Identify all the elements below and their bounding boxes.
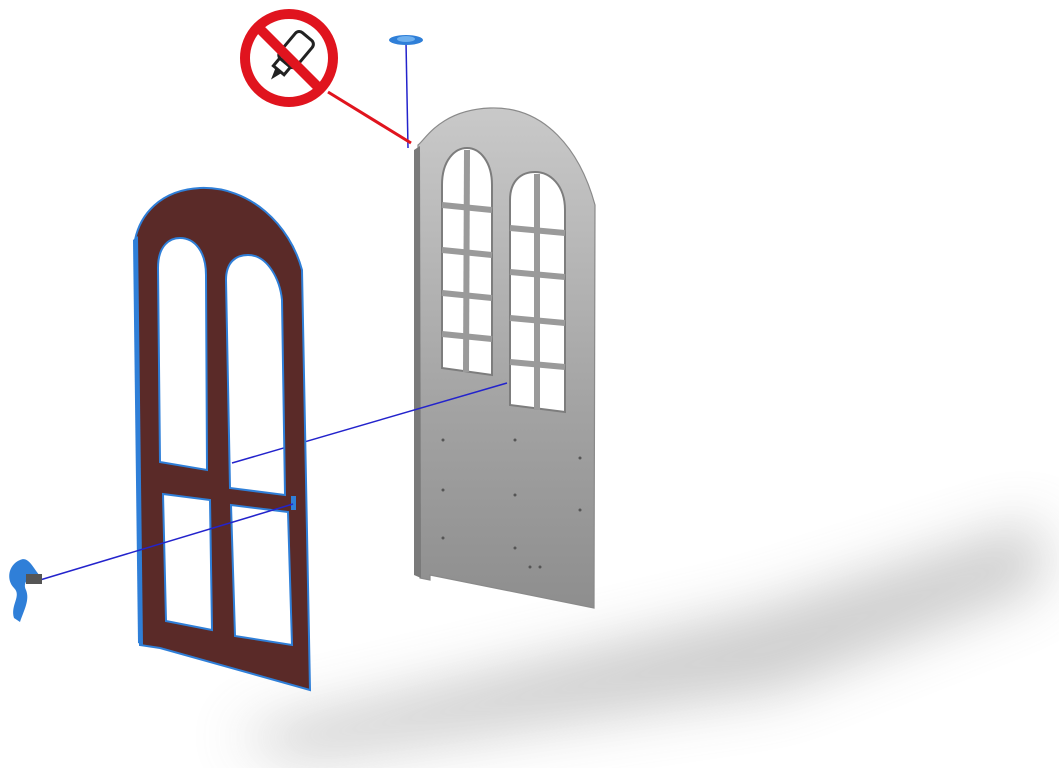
brown-door-frame[interactable] [133,186,312,692]
axis-line-bottom [39,503,294,581]
panel-window-right [509,170,566,414]
axis-line-middle [231,382,508,464]
no-glue-callout [240,9,412,145]
panel-window-left [441,146,493,377]
glue-bottle-icon [271,30,315,80]
floor-shadow [230,520,1045,760]
callout-leader-line [327,90,412,145]
panel-holes [441,438,582,569]
wing-nut-icon[interactable] [9,559,42,622]
axis-line-top [405,41,409,149]
no-glue-icon [240,9,338,107]
grey-back-panel[interactable] [414,107,596,609]
small-plate-icon[interactable] [389,35,423,45]
